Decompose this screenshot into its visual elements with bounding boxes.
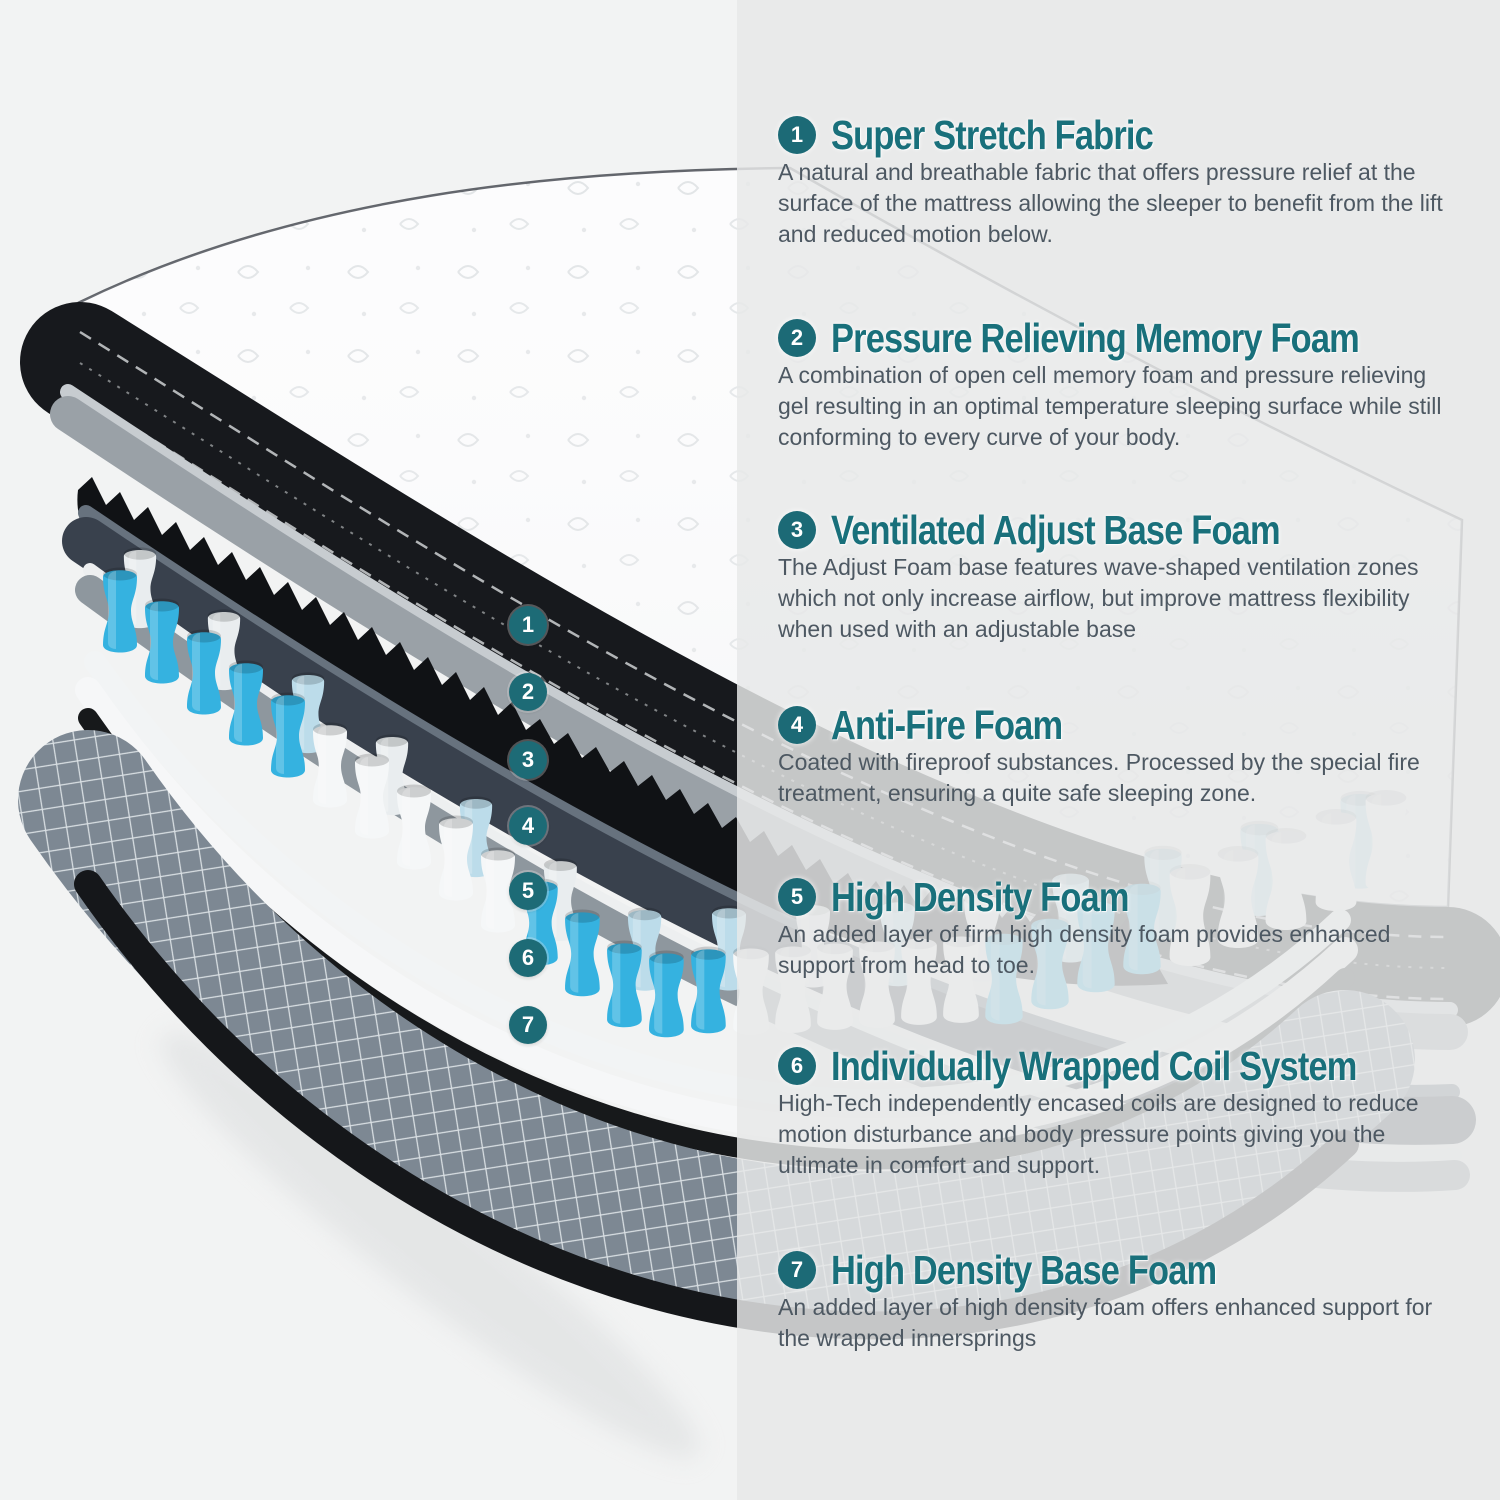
section-body: An added layer of high density foam offe… xyxy=(778,1294,1433,1351)
section-body: The Adjust Foam base features wave-shape… xyxy=(778,554,1419,642)
layer-marker: 2 xyxy=(509,673,547,711)
section-title: Individually Wrapped Coil System xyxy=(831,1043,1357,1089)
layer-marker-label: 2 xyxy=(521,679,535,704)
section-number: 5 xyxy=(790,884,804,909)
section-number-badge: 1 xyxy=(778,116,816,154)
section-number: 4 xyxy=(790,712,804,737)
section-number-badge: 6 xyxy=(778,1047,816,1085)
section-title: Anti-Fire Foam xyxy=(831,702,1063,748)
section-number-badge: 3 xyxy=(778,511,816,549)
section-number: 7 xyxy=(790,1257,804,1282)
layer-marker: 1 xyxy=(509,606,547,644)
section-title: High Density Foam xyxy=(831,874,1129,920)
layer-marker-label: 3 xyxy=(521,747,535,772)
layer-marker: 7 xyxy=(509,1006,547,1044)
layer-marker-label: 6 xyxy=(521,945,535,970)
layer-marker-label: 1 xyxy=(521,612,535,637)
section-title: Ventilated Adjust Base Foam xyxy=(831,507,1281,553)
layer-marker: 5 xyxy=(509,872,547,910)
floor-shadow xyxy=(160,1031,700,1459)
layer-marker: 3 xyxy=(509,741,547,779)
layer-marker-label: 5 xyxy=(521,878,535,903)
section-high-density-foam: 5 High Density Foam An added layer of fi… xyxy=(778,875,1478,981)
section-number: 3 xyxy=(790,517,804,542)
section-ventilated-base-foam: 3 Ventilated Adjust Base Foam The Adjust… xyxy=(778,508,1478,645)
section-title: High Density Base Foam xyxy=(831,1247,1217,1293)
section-number-badge: 4 xyxy=(778,706,816,744)
layer-marker: 4 xyxy=(509,807,547,845)
layer-marker: 6 xyxy=(509,939,547,977)
section-body: A natural and breathable fabric that off… xyxy=(778,159,1443,247)
section-anti-fire-foam: 4 Anti-Fire Foam Coated with fireproof s… xyxy=(778,703,1478,809)
section-high-density-base-foam: 7 High Density Base Foam An added layer … xyxy=(778,1248,1478,1354)
section-number-badge: 7 xyxy=(778,1251,816,1289)
section-wrapped-coil-system: 6 Individually Wrapped Coil System High-… xyxy=(778,1044,1478,1181)
info-panel: 1 Super Stretch Fabric A natural and bre… xyxy=(737,0,1500,1500)
section-body: High-Tech independently encased coils ar… xyxy=(778,1090,1419,1178)
section-body: A combination of open cell memory foam a… xyxy=(778,362,1442,450)
section-number: 2 xyxy=(790,325,804,350)
layer-marker-label: 7 xyxy=(521,1012,535,1037)
section-number: 1 xyxy=(790,122,804,147)
section-super-stretch-fabric: 1 Super Stretch Fabric A natural and bre… xyxy=(778,113,1478,250)
section-title: Super Stretch Fabric xyxy=(831,112,1154,158)
section-title: Pressure Relieving Memory Foam xyxy=(831,315,1360,361)
section-number-badge: 5 xyxy=(778,878,816,916)
section-body: Coated with fireproof substances. Proces… xyxy=(778,749,1420,806)
section-body: An added layer of firm high density foam… xyxy=(778,921,1391,978)
layer-marker-label: 4 xyxy=(521,813,535,838)
section-number: 6 xyxy=(790,1053,804,1078)
section-memory-foam: 2 Pressure Relieving Memory Foam A combi… xyxy=(778,316,1478,453)
section-number-badge: 2 xyxy=(778,319,816,357)
